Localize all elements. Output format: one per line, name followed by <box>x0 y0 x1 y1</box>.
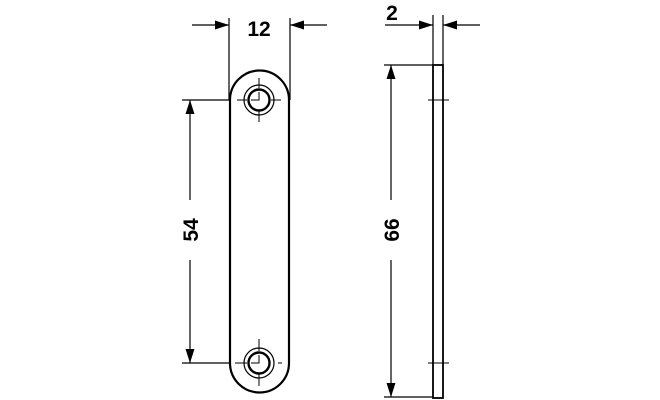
hole-center-marks <box>428 99 449 364</box>
width-label: 12 <box>247 18 270 41</box>
top-hole <box>237 78 281 122</box>
bottom-hole <box>235 339 282 386</box>
length-dimension <box>384 64 433 398</box>
hole-spacing-dimension <box>182 99 230 364</box>
thickness-dimension <box>385 15 480 65</box>
plate-front-view <box>228 69 291 394</box>
width-dimension <box>192 18 327 100</box>
thickness-label: 2 <box>386 2 398 25</box>
hole-spacing-label: 54 <box>180 218 203 242</box>
length-label: 66 <box>381 218 404 241</box>
plate-side-view <box>432 64 444 399</box>
